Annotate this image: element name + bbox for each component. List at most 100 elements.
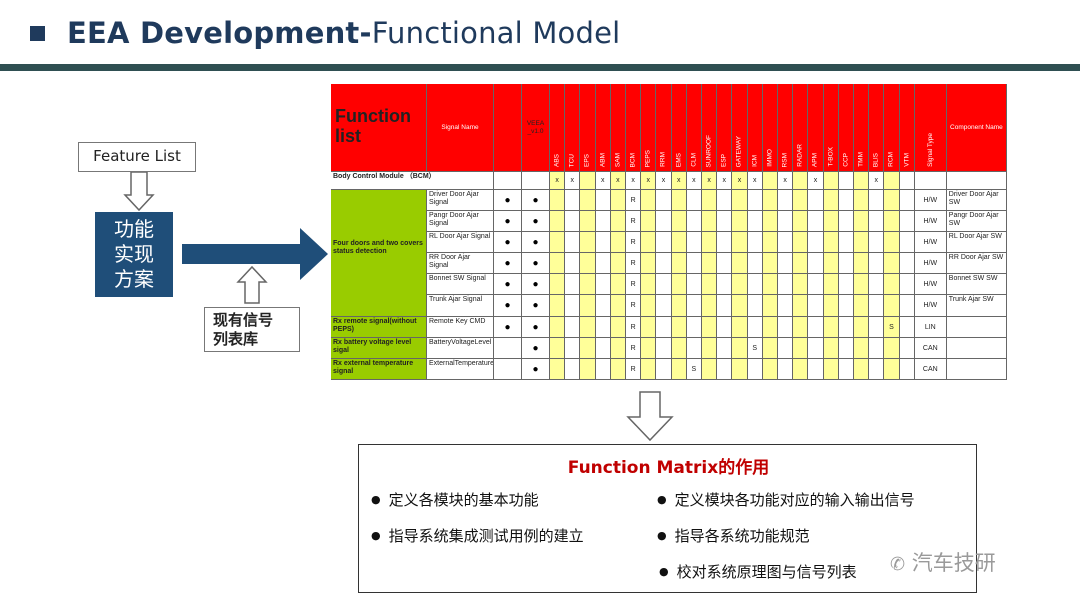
page-title: EEA Development-Functional Model <box>67 16 620 50</box>
component-name: RL Door Ajar SW <box>948 233 1002 240</box>
dot-mark: ● <box>532 236 539 248</box>
signal-name: BatteryVoltageLevel <box>429 339 492 346</box>
matrix-cell <box>610 211 626 232</box>
bcm-mark-cell <box>793 172 809 190</box>
matrix-cell <box>823 359 839 380</box>
bullet-icon: ● <box>657 493 667 506</box>
feature-down-arrow-icon <box>123 171 155 212</box>
matrix-cell <box>610 317 626 338</box>
component-name: Pangr Door Ajar SW <box>948 212 999 227</box>
signal-name-cell: Driver Door Ajar Signal <box>427 190 494 211</box>
bcm-mark: x <box>813 177 818 184</box>
matrix-cell <box>778 274 794 295</box>
matrix-cell <box>762 359 778 380</box>
header-ecu-apm: APM <box>808 84 824 172</box>
matrix-cell <box>580 232 596 253</box>
matrix-cell <box>869 317 885 338</box>
ecu-header-label: ABM <box>599 152 607 167</box>
lib-up-arrow-icon <box>236 265 268 304</box>
matrix-cell <box>778 190 794 211</box>
matrix-cell <box>550 211 566 232</box>
group-label: Rx battery voltage level sigal <box>333 339 412 354</box>
matrix-cell <box>702 317 718 338</box>
matrix-cell <box>793 274 809 295</box>
header-ecu-rrm: RRM <box>656 84 672 172</box>
header-ecu-blis: BLIS <box>869 84 885 172</box>
matrix-cell <box>762 274 778 295</box>
matrix-cell <box>793 338 809 359</box>
dot-mark: ● <box>504 215 511 227</box>
signal-name: Bonnet SW Signal <box>429 275 486 282</box>
bcm-mark-cell <box>884 172 900 190</box>
signal-type: H/W <box>923 302 938 309</box>
matrix-cell <box>808 232 824 253</box>
header-ecu-radar: RADAR <box>793 84 809 172</box>
bcm-mark: x <box>676 177 681 184</box>
matrix-mark: S <box>752 344 758 352</box>
dot-mark: ● <box>504 278 511 290</box>
matrix-cell <box>580 211 596 232</box>
header-ecu-ccp: CCP <box>838 84 854 172</box>
matrix-cell <box>732 338 748 359</box>
group-label-cell: Rx remote signal(without PEPS) <box>331 317 427 338</box>
matrix-cell <box>550 232 566 253</box>
signal-type: CAN <box>922 344 938 352</box>
matrix-cell <box>641 190 657 211</box>
header-ecu-immo: IMMO <box>762 84 778 172</box>
bcm-mark-cell: x <box>808 172 824 190</box>
matrix-mark: R <box>630 323 636 331</box>
matrix-cell <box>610 338 626 359</box>
matrix-cell <box>550 317 566 338</box>
matrix-cell <box>808 317 824 338</box>
matrix-cell: S <box>686 359 702 380</box>
bullet-icon: ● <box>371 529 381 542</box>
signal-name: ExternalTemperature(℉) <box>429 360 494 367</box>
header-ecu-eps: EPS <box>580 84 596 172</box>
matrix-cell <box>838 317 854 338</box>
matrix-cell <box>595 232 611 253</box>
matrix-cell <box>671 359 687 380</box>
matrix-cell <box>747 359 763 380</box>
matrix-cell <box>793 232 809 253</box>
func-line-1: 功能 <box>114 217 154 241</box>
signal-type-cell: H/W <box>914 295 947 317</box>
group-label: Rx remote signal(without PEPS) <box>333 318 417 333</box>
matrix-cell <box>686 211 702 232</box>
signal-type-cell: H/W <box>914 190 947 211</box>
signal-library-box: 现有信号 列表库 <box>204 307 300 352</box>
matrix-cell: R <box>626 211 642 232</box>
matrix-cell <box>899 211 915 232</box>
signal-type-cell: H/W <box>914 253 947 274</box>
ecu-header-label: TCU <box>568 153 576 167</box>
group-label: Rx external temperature signal <box>333 360 414 375</box>
purpose-item: ●定义各模块的基本功能 <box>371 489 539 510</box>
matrix-cell: R <box>626 338 642 359</box>
dot-cell <box>494 338 522 359</box>
bcm-mark: x <box>783 177 787 184</box>
matrix-cell <box>899 295 915 317</box>
ecu-header-label: RADAR <box>796 144 804 167</box>
matrix-cell <box>717 295 733 317</box>
matrix-cell <box>702 253 718 274</box>
ecu-header-label: ABS <box>553 153 561 167</box>
matrix-cell <box>686 253 702 274</box>
matrix-cell <box>550 190 566 211</box>
matrix-cell <box>808 338 824 359</box>
bcm-mark: x <box>661 177 666 184</box>
dot-cell: ● <box>494 211 522 232</box>
bcm-mark-cell <box>838 172 854 190</box>
component-name-cell: Pangr Door Ajar SW <box>946 211 1007 232</box>
bcm-mark-cell: x <box>732 172 748 190</box>
signal-name-cell: Trunk Ajar Signal <box>427 295 494 317</box>
matrix-cell <box>899 317 915 338</box>
bcm-mark-cell: x <box>550 172 566 190</box>
matrix-cell <box>732 274 748 295</box>
bcm-mark: x <box>874 177 879 184</box>
matrix-cell <box>854 274 870 295</box>
component-name-cell: RR Door Ajar SW <box>946 253 1007 274</box>
matrix-cell <box>854 359 870 380</box>
matrix-cell <box>610 359 626 380</box>
matrix-cell <box>762 211 778 232</box>
purpose-item-text: 校对系统原理图与信号列表 <box>676 563 857 581</box>
